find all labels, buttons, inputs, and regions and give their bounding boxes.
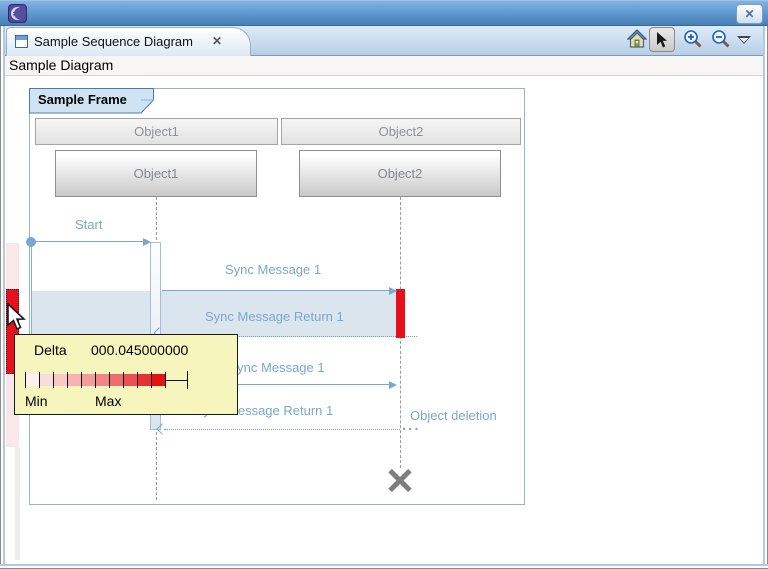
lifeline-box-object2[interactable]: Object2 [299, 150, 501, 197]
window-border-right [763, 26, 768, 569]
message-label-sync1-return[interactable]: Sync Message Return 1 [205, 309, 344, 324]
lifeline-header-object1[interactable]: Object1 [35, 118, 278, 145]
delta-scale [25, 371, 225, 390]
diagram-name-bar: Sample Diagram [5, 56, 763, 76]
tab-label: Sample Sequence Diagram [34, 34, 193, 49]
object-deletion-cross-icon[interactable] [387, 467, 413, 493]
found-message-circle [26, 237, 36, 247]
lifeline-box-object1[interactable]: Object1 [55, 150, 257, 197]
message-line-async1-return[interactable] [164, 429, 400, 430]
arrowhead-async1 [389, 381, 397, 389]
window-border-bottom [0, 564, 768, 569]
time-compression-bar-track [15, 447, 20, 560]
delta-label: Delta [34, 342, 67, 358]
min-label: Min [25, 393, 48, 409]
delta-value: 000.045000000 [91, 342, 189, 358]
arrowhead-sync1 [389, 287, 397, 295]
frame-title-tag [29, 88, 154, 114]
ellipsis-label: ... [402, 417, 421, 434]
zoom-in-button[interactable] [683, 29, 703, 49]
delta-highlight-band [31, 291, 400, 337]
max-label: Max [95, 393, 122, 409]
zoom-out-button[interactable] [711, 29, 731, 49]
delta-tooltip: Delta 000.045000000 Min Max [14, 334, 238, 415]
window-titlebar[interactable]: ✕ [0, 0, 768, 26]
cursor-arrow-icon [657, 32, 667, 48]
view-menu-button[interactable] [737, 36, 751, 44]
tab-close-icon[interactable]: ✕ [212, 34, 223, 48]
message-line-start[interactable] [33, 241, 144, 242]
reset-zoom-home-button[interactable] [627, 29, 647, 49]
lifeline-header-object2[interactable]: Object2 [281, 118, 521, 145]
frame-title: Sample Frame [38, 92, 127, 107]
found-message-vertical-line [31, 242, 32, 337]
sequence-diagram-view-icon [15, 35, 28, 48]
tab-sample-sequence-diagram[interactable]: Sample Sequence Diagram ✕ [6, 27, 251, 56]
window-close-button[interactable]: ✕ [736, 4, 763, 24]
message-line-sync1[interactable] [162, 290, 390, 291]
arrowhead-start [143, 238, 151, 246]
execution-occurrence-object2-red[interactable] [396, 289, 405, 338]
message-label-start[interactable]: Start [75, 217, 103, 232]
object-deletion-label: Object deletion [410, 408, 497, 423]
delta-highlight-band-edge [400, 336, 417, 337]
message-line-async1[interactable] [162, 384, 390, 385]
message-label-sync1[interactable]: Sync Message 1 [225, 262, 322, 277]
message-label-async1[interactable]: Async Message 1 [222, 360, 325, 375]
window-border-left [0, 26, 5, 569]
select-tool-button[interactable] [649, 27, 675, 52]
mouse-cursor [7, 303, 26, 331]
eclipse-logo-icon [8, 4, 27, 23]
view-tab-strip: Sample Sequence Diagram ✕ [5, 26, 763, 56]
